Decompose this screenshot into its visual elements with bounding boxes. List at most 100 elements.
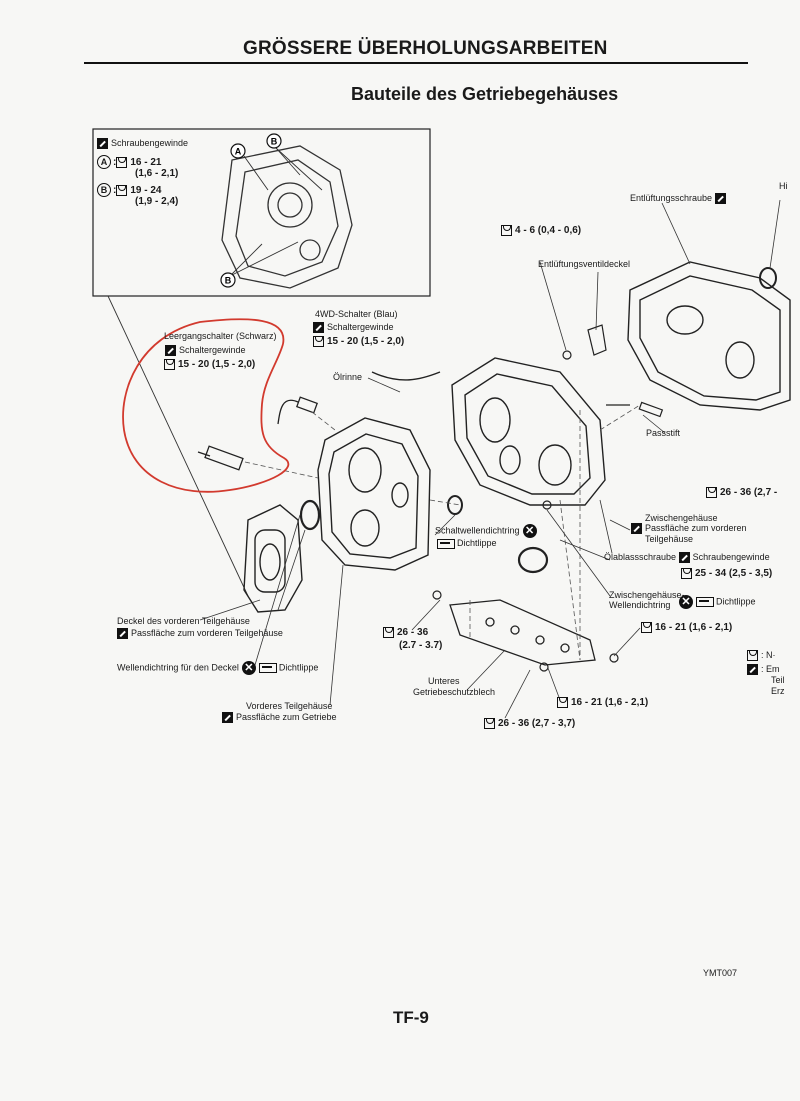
inset-housing — [221, 145, 353, 289]
label-torque-16-21-right: 16 - 21 (1,6 - 2,1) — [641, 622, 732, 634]
label-entlueftungsventildeckel: Entlüftungsventildeckel — [538, 259, 631, 269]
label-entlueftungsschraube: Entlüftungsschraube — [630, 193, 729, 205]
oil-gutter — [371, 371, 441, 381]
front-cover — [243, 504, 303, 613]
label-4wd-torque: 15 - 20 (1,5 - 2,0) — [313, 336, 404, 348]
svg-text:A: A — [235, 147, 242, 157]
inset-leader — [107, 295, 249, 597]
torque-wrench-icon — [706, 487, 717, 498]
replace-x-icon: ✕ — [522, 524, 537, 538]
inset-leader-lines — [229, 147, 323, 277]
torque-wrench-icon — [681, 568, 692, 579]
sealant-icon — [97, 138, 108, 150]
4wd-switch — [277, 396, 319, 425]
label-leergang-torque: 15 - 20 (1,5 - 2,0) — [164, 359, 255, 371]
neutral-switch — [197, 445, 244, 471]
label-schaltwellendichtring: Schaltwellendichtring✕ — [435, 524, 540, 538]
sealant-icon — [313, 322, 324, 334]
label-4wd: 4WD-Schalter (Blau) — [315, 309, 398, 319]
front-housing — [317, 417, 431, 571]
red-annotation-loop — [122, 318, 290, 493]
grease-icon — [696, 597, 714, 607]
inset-torque-b: B:19 - 24 — [97, 183, 161, 197]
grease-icon — [437, 538, 455, 549]
label-4wd-sub: Schaltergewinde — [313, 322, 394, 334]
callout-a-icon: A — [97, 155, 111, 169]
label-torque-26-36-mid-alt: (2.7 - 3.7) — [399, 640, 443, 651]
grease-icon — [258, 663, 277, 673]
inset-torque-a-alt: (1,6 - 2,1) — [135, 168, 179, 179]
torque-wrench-icon — [641, 622, 652, 633]
svg-text:B: B — [225, 276, 232, 286]
label-torque-16-21-low: 16 - 21 (1,6 - 2,1) — [557, 697, 648, 709]
rear-seal — [759, 267, 777, 289]
bolt-parts — [432, 324, 664, 672]
legend-teil: Teil — [771, 675, 785, 685]
torque-wrench-icon — [383, 627, 394, 638]
label-deckel: Deckel des vorderen Teilgehäuse — [117, 616, 250, 626]
torque-wrench-icon — [164, 359, 175, 370]
bottom-guard — [449, 599, 596, 666]
legend-erz: Erz — [771, 686, 785, 696]
label-leergang-sub: Schaltergewinde — [165, 345, 246, 357]
sealant-icon — [222, 712, 233, 724]
sealant-icon — [117, 628, 128, 640]
legend-em: : Em — [747, 664, 780, 676]
label-torque-26-36-low: 26 - 36 (2,7 - 3,7) — [484, 718, 575, 730]
rear-housing — [627, 261, 791, 411]
label-zwischengehaeuse: Zwischengehäuse — [645, 513, 718, 523]
label-zwischen-wellen-2: Wellendichtring — [609, 600, 671, 610]
torque-wrench-icon — [557, 697, 568, 708]
label-oelrinne: Ölrinne — [333, 372, 363, 382]
page-number: TF-9 — [393, 1008, 429, 1027]
svg-text:B: B — [271, 137, 278, 147]
label-zwischen-teil: Teilgehäuse — [645, 534, 694, 544]
replace-x-icon: ✕ — [679, 595, 693, 609]
label-oelablassschraube: Ölablassschraube Schraubengewinde — [604, 552, 770, 564]
replace-x-icon: ✕ — [241, 661, 256, 675]
label-vorderes: Vorderes Teilgehäuse — [246, 701, 333, 711]
label-unteres-2: Getriebeschutzblech — [413, 687, 496, 697]
sealant-icon — [631, 523, 642, 535]
callout-b-marker-bottom — [220, 272, 236, 288]
reference-code: YMT007 — [703, 968, 738, 978]
label-leergang: Leergangschalter (Schwarz) — [164, 331, 277, 341]
intermediate-housing — [451, 357, 606, 506]
sealant-icon — [747, 664, 758, 676]
inset-title: Schraubengewinde — [97, 138, 188, 150]
label-passstift: Passstift — [646, 428, 681, 438]
callout-b-icon: B — [97, 183, 111, 197]
label-deckel-passflaeche: Passfläche zum vorderen Teilgehäuse — [117, 628, 283, 640]
assembly-lines — [244, 404, 641, 661]
label-unteres-1: Unteres — [428, 676, 460, 686]
label-entlueft-torque: 4 - 6 (0,4 - 0,6) — [501, 225, 581, 237]
section-title: Bauteile des Getriebegehäuses — [351, 84, 619, 104]
callout-b-marker-top — [266, 133, 282, 149]
legend-n: : N· — [747, 650, 776, 662]
inset-box — [92, 128, 431, 297]
torque-wrench-icon — [313, 336, 324, 347]
shift-shaft-seal — [447, 495, 463, 515]
label-dichtlippe-1: Dichtlippe — [437, 538, 497, 549]
cover-seal — [299, 499, 321, 531]
label-wellendichtring: Wellendichtring für den Deckel✕Dichtlipp… — [117, 661, 319, 675]
page-title: GRÖSSERE ÜBERHOLUNGSARBEITEN — [243, 38, 608, 59]
sealant-icon — [165, 345, 176, 357]
label-torque-26-36-mid: 26 - 36 — [383, 627, 428, 639]
label-zwischen-wellen-1: Zwischengehäuse- — [609, 590, 685, 600]
leader-lines — [199, 199, 781, 719]
label-torque-25-34: 25 - 34 (2,5 - 3,5) — [681, 568, 772, 580]
torque-wrench-icon — [116, 184, 128, 196]
intermediate-seal — [517, 546, 549, 574]
label-vorderes-passflaeche: Passfläche zum Getriebe — [222, 712, 337, 724]
sealant-icon — [678, 552, 690, 564]
label-hi: Hi — [779, 181, 788, 191]
sealant-icon — [714, 193, 726, 205]
torque-wrench-icon — [484, 718, 495, 729]
header-rule — [84, 62, 748, 64]
label-dichtlippe-2: ✕Dichtlippe — [676, 595, 756, 609]
label-torque-26-36-right: 26 - 36 (2,7 - — [706, 487, 777, 499]
torque-wrench-icon — [116, 156, 128, 168]
inset-torque-a: A:16 - 21 — [97, 155, 161, 169]
